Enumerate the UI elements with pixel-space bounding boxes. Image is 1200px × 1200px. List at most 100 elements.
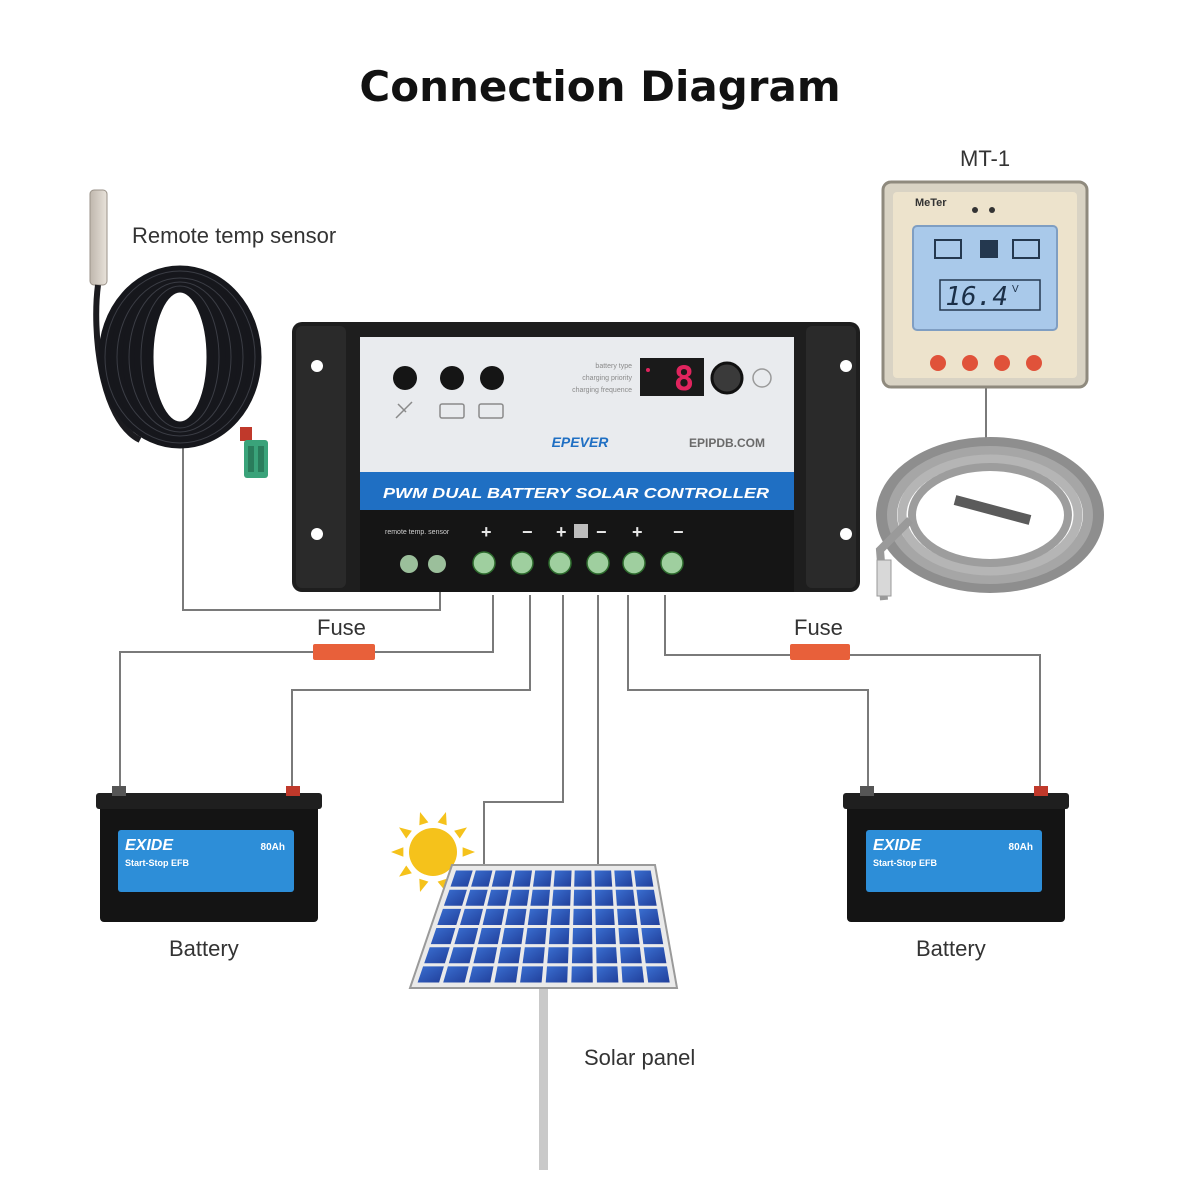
- mount-hole: [311, 360, 323, 372]
- sun-icon: [391, 812, 475, 892]
- remote-temp-sensor: [89, 189, 268, 478]
- solar-cell: [491, 870, 513, 887]
- website-text: EPIPDB.COM: [689, 436, 765, 450]
- battery-right-label: Battery: [916, 936, 986, 961]
- meter-button[interactable]: [962, 355, 978, 371]
- left-battery-negative-wire: [291, 595, 531, 795]
- battery-brand: EXIDE: [873, 837, 922, 854]
- solar-cell: [437, 908, 462, 925]
- mount-hole: [311, 528, 323, 540]
- fuse-left: [313, 644, 375, 660]
- battery-brand: EXIDE: [125, 837, 174, 854]
- solar-cell: [465, 889, 488, 906]
- solar-cell: [634, 870, 654, 887]
- fuse-right-label: Fuse: [794, 615, 843, 640]
- terminal-sign-5: +: [632, 522, 643, 542]
- sun-ray: [454, 827, 467, 839]
- solar-cell: [571, 947, 593, 964]
- temperature-icon: [752, 368, 772, 388]
- right-battery-positive-wire: [664, 595, 790, 656]
- solar-cell: [615, 889, 636, 906]
- meter-button[interactable]: [1026, 355, 1042, 371]
- meter-label: MT-1: [960, 146, 1011, 171]
- mt1-meter: MeTer 16.4 V: [881, 180, 1089, 389]
- solar-panel-label: Solar panel: [584, 1045, 696, 1070]
- terminal-screw: [472, 551, 496, 575]
- meter-reading: 16.4: [945, 282, 1008, 312]
- terminal-sign-4: −: [596, 522, 607, 542]
- sun-ray: [399, 827, 412, 839]
- meter-button[interactable]: [994, 355, 1010, 371]
- terminal-screw: [622, 551, 646, 575]
- sun-ray: [399, 865, 412, 877]
- mount-hole: [840, 528, 852, 540]
- terminal-sign-6: −: [673, 522, 684, 542]
- sun-ray: [419, 878, 429, 892]
- controller-face: [360, 337, 794, 475]
- terminal-sign-3: +: [556, 522, 567, 542]
- solar-cell: [443, 889, 467, 906]
- solar-cell: [545, 966, 568, 983]
- solar-cell: [572, 928, 593, 945]
- terminal-screw: [510, 551, 534, 575]
- solar-cell: [430, 928, 456, 945]
- solar-cell: [595, 928, 616, 945]
- mount-hole: [840, 360, 852, 372]
- solar-cell: [530, 889, 550, 906]
- solar-cell: [450, 870, 473, 887]
- solar-cell: [508, 889, 530, 906]
- solar-cell: [417, 966, 444, 983]
- terminal-screw: [428, 555, 446, 573]
- solar-cell: [424, 947, 450, 964]
- sun-ray: [419, 812, 429, 826]
- terminal-screw: [400, 555, 418, 573]
- solar-cell: [617, 908, 638, 925]
- solar-cell: [643, 947, 667, 964]
- meter-button[interactable]: [930, 355, 946, 371]
- sun-ray: [391, 847, 404, 857]
- meter-lcd: [912, 225, 1058, 331]
- status-led: [480, 366, 504, 390]
- solar-cell: [596, 966, 619, 983]
- solar-cell: [482, 908, 505, 925]
- solar-cell: [573, 908, 593, 925]
- battery-left-label: Battery: [169, 936, 239, 961]
- meter-unit: V: [1012, 284, 1019, 295]
- battery-line: Start-Stop EFB: [125, 858, 189, 868]
- solar-panel: [408, 864, 679, 1170]
- solar-cell: [498, 947, 521, 964]
- charge-controller: 8 battery type charging priority chargin…: [292, 322, 860, 592]
- controller-banner: [360, 472, 794, 510]
- solar-cell: [548, 928, 570, 945]
- solar-cell: [636, 889, 657, 906]
- solar-cell: [473, 947, 498, 964]
- diagram-title: Connection Diagram: [359, 62, 841, 111]
- solar-cell: [471, 870, 493, 887]
- sun-ray: [462, 847, 475, 857]
- solar-cell: [552, 889, 571, 906]
- terminal-sign-1: +: [481, 522, 492, 542]
- digit-display: [640, 358, 704, 396]
- banner-text: PWM DUAL BATTERY SOLAR CONTROLLER: [383, 485, 769, 502]
- left-battery-positive-wire-2: [119, 651, 313, 795]
- left-battery-positive-wire: [375, 595, 494, 653]
- temp-sensor-wire: [182, 445, 441, 611]
- solar-cell: [501, 928, 524, 945]
- solar-cell: [594, 889, 614, 906]
- meter-cable: [875, 437, 1104, 601]
- solar-cell: [487, 889, 509, 906]
- solar-cell: [614, 870, 633, 887]
- solar-cell: [520, 966, 544, 983]
- solar-positive-wire: [483, 595, 564, 870]
- solar-cell: [553, 870, 572, 887]
- battery-left: EXIDE Start-Stop EFB 80Ah: [96, 786, 322, 922]
- battery-right: EXIDE Start-Stop EFB 80Ah: [843, 786, 1069, 922]
- temp-sensor-label: Remote temp sensor: [132, 223, 337, 248]
- solar-cell: [595, 908, 615, 925]
- solar-cell: [505, 908, 527, 925]
- solar-cell: [547, 947, 569, 964]
- terminal-sign-2: −: [522, 522, 533, 542]
- setting-button[interactable]: [710, 361, 744, 395]
- display-digit: 8: [674, 359, 694, 399]
